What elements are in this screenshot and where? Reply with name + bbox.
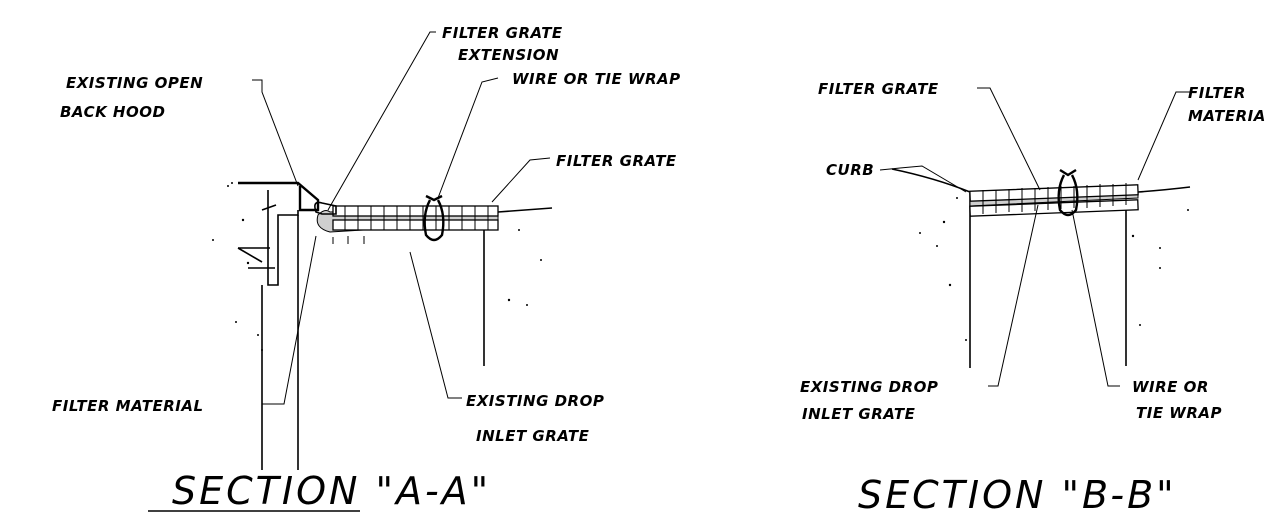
label-filter-material-line2: MATERIA [1188, 107, 1266, 125]
wire-tie-b [1057, 168, 1079, 217]
filter-grate-b [969, 183, 1139, 217]
section-a-a-title: SECTION "A-A" [172, 469, 491, 513]
label-wire-or-tie-wrap-line2: TIE WRAP [1136, 404, 1222, 422]
label-existing-open-back-hood-line1: EXISTING OPEN [66, 74, 203, 92]
section-a-a: FILTER GRATE EXTENSION EXISTING OPEN BAC… [52, 24, 681, 513]
open-back-hood [237, 181, 320, 470]
label-existing-drop-inlet-grate-line2: INLET GRATE [802, 405, 916, 423]
drop-inlet-walls-b [969, 193, 1127, 368]
filter-grate-extension [314, 201, 337, 215]
filter-grate-a [316, 205, 499, 244]
label-filter-grate-extension-line2: EXTENSION [458, 46, 559, 64]
curb-b [891, 168, 1191, 193]
label-existing-open-back-hood-line2: BACK HOOD [60, 103, 165, 121]
label-filter-material-line1: FILTER [1188, 84, 1246, 102]
leaders-b [879, 87, 1190, 387]
label-filter-grate-extension-line1: FILTER GRATE [442, 24, 563, 42]
concrete-texture-a [212, 182, 542, 351]
section-b-b-title: SECTION "B-B" [858, 473, 1177, 515]
label-wire-or-tie-wrap-line1: WIRE OR [1132, 378, 1209, 396]
wire-tie-a [423, 194, 445, 242]
label-existing-drop-inlet-grate-line1: EXISTING DROP [466, 392, 604, 410]
section-b-b: FILTER GRATE FILTER MATERIA CURB EXISTIN… [800, 80, 1266, 515]
label-filter-grate: FILTER GRATE [556, 152, 677, 170]
label-curb: CURB [826, 161, 874, 179]
label-filter-grate: FILTER GRATE [818, 80, 939, 98]
drop-inlet-walls-a [483, 207, 553, 366]
label-filter-material: FILTER MATERIAL [52, 397, 204, 415]
leaders-a [252, 31, 551, 405]
label-existing-drop-inlet-grate-line1: EXISTING DROP [800, 378, 938, 396]
label-existing-drop-inlet-grate-line2: INLET GRATE [476, 427, 590, 445]
label-wire-or-tie-wrap: WIRE OR TIE WRAP [512, 70, 681, 88]
concrete-texture-b [919, 197, 1189, 341]
